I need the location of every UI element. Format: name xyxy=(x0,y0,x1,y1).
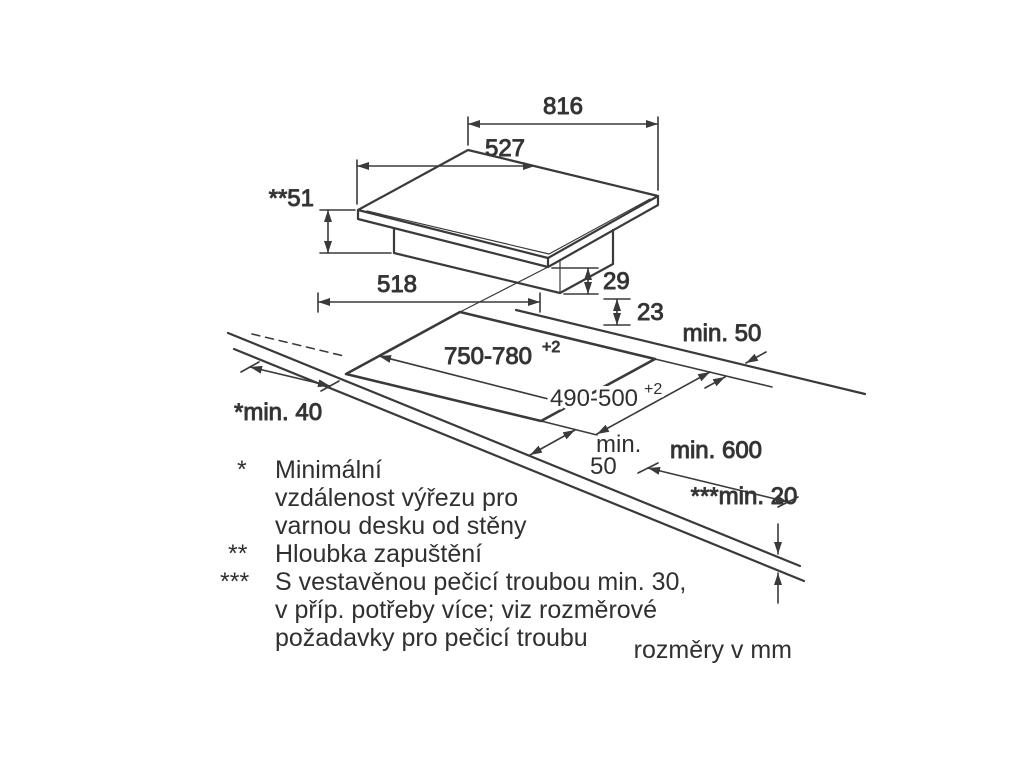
units-note: rozměry v mm xyxy=(634,636,792,664)
legend: * Minimální vzdálenost výřezu pro varnou… xyxy=(220,456,686,652)
dim-29: 29 xyxy=(551,267,630,296)
dim-min40: *min. 40 xyxy=(234,361,340,427)
legend-line-1b: vzdálenost výřezu pro xyxy=(275,484,518,512)
dim-min50-back-label: min. 50 xyxy=(683,320,762,347)
legend-line-3b: v příp. potřeby více; viz rozměrové xyxy=(275,596,657,624)
legend-symbol-1: * xyxy=(237,456,247,484)
dim-min50-front-value: 50 xyxy=(590,453,617,480)
dim-cutout-width-label: 750-780 xyxy=(444,343,532,370)
dim-23: 23 xyxy=(603,298,664,327)
dim-23-label: 23 xyxy=(637,299,664,326)
dim-min40-label: *min. 40 xyxy=(234,399,322,426)
dim-518: 518 xyxy=(317,271,541,313)
dim-min600-label: min. 600 xyxy=(670,437,762,464)
dim-816: 816 xyxy=(467,93,659,191)
dim-cutout-depth: 490-500 +2 xyxy=(546,371,711,435)
dim-cutout-depth-tolerance: +2 xyxy=(644,381,662,398)
legend-line-1a: Minimální xyxy=(275,456,382,484)
dim-518-label: 518 xyxy=(377,271,417,298)
cutout-front-edge-extension xyxy=(540,420,598,436)
dim-51: **51 xyxy=(268,185,392,254)
dim-816-label: 816 xyxy=(543,93,583,120)
legend-symbol-3: *** xyxy=(220,568,249,596)
legend-line-3a: S vestavěnou pečicí troubou min. 30, xyxy=(275,568,686,596)
dim-51-label: **51 xyxy=(269,185,314,212)
cooktop-slab xyxy=(356,148,660,295)
cooktop-edge-left xyxy=(356,208,550,269)
side-wall-dashed-line xyxy=(251,333,345,357)
cutout-back-edge-extension xyxy=(654,358,773,388)
dim-527: 527 xyxy=(356,135,536,205)
legend-line-3c: požadavky pro pečicí troubu xyxy=(275,624,588,652)
dim-min50-front-word: min. xyxy=(596,431,641,458)
legend-line-1c: varnou desku od stěny xyxy=(275,512,527,540)
dim-min50-back: min. 50 xyxy=(682,320,767,389)
dim-cutout-depth-label: 490-500 xyxy=(550,385,638,412)
dim-min20: ***min. 20 xyxy=(690,483,798,604)
dim-cutout-width: 750-780 +2 xyxy=(378,339,569,405)
dim-29-label: 29 xyxy=(603,268,630,295)
cooktop-edge-right xyxy=(546,194,660,269)
cooktop-glass-inner-edge xyxy=(366,198,651,255)
dim-527-label: 527 xyxy=(485,135,525,162)
dim-min20-label: ***min. 20 xyxy=(691,483,798,510)
worktop-back-edge xyxy=(514,308,867,396)
worktop-front-edge-lower xyxy=(232,347,806,583)
dim-min600: min. 600 xyxy=(637,437,799,508)
legend-symbol-2: ** xyxy=(228,540,248,568)
dim-min50-front: min. 50 xyxy=(529,428,645,484)
legend-line-2a: Hloubka zapuštění xyxy=(275,540,482,568)
projection-line xyxy=(459,266,549,313)
dim-cutout-width-tolerance: +2 xyxy=(542,339,560,356)
